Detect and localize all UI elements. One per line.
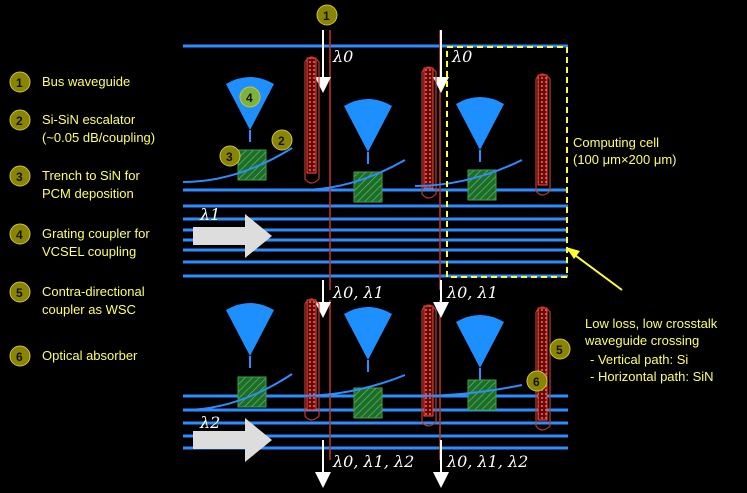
contra-directional-coupler	[537, 307, 548, 421]
legend: 1 Bus waveguide 2 Si-SiN escalator (~0.05 dB…	[9, 71, 155, 367]
pcm-trench	[467, 169, 497, 201]
ring-loop	[421, 304, 437, 427]
legend-text-6-0: Optical absorber	[42, 348, 138, 363]
legend-text-2-0: Si-SiN escalator	[42, 112, 136, 127]
waveguide-layer	[182, 30, 568, 488]
label-mid-2: λ0, λ1	[446, 283, 498, 302]
svg-text:3: 3	[226, 150, 233, 164]
si-sin-escalator	[414, 384, 523, 397]
grating-coupler-fan	[344, 99, 392, 152]
legend-text-1-0: Bus waveguide	[42, 74, 130, 89]
si-sin-escalator	[414, 159, 523, 187]
si-sin-escalator	[182, 373, 293, 411]
input-light-arrow	[193, 418, 272, 462]
grating-coupler-fan	[344, 307, 392, 360]
computing-cell-size: (100 μm×200 μm)	[573, 152, 677, 167]
label-lambda1: λ1	[199, 205, 220, 224]
legend-text-3-0: Trench to SiN for	[42, 168, 140, 183]
input-light-arrow	[193, 214, 272, 258]
legend-badge-5: 5	[9, 281, 31, 303]
ring-loop	[535, 73, 551, 196]
badge-coupler-5: 5	[549, 338, 571, 360]
legend-badge-4: 4	[9, 223, 31, 245]
svg-text:2: 2	[16, 114, 23, 128]
legend-badge-2: 2	[9, 109, 31, 131]
crossing-note-line-3: - Vertical path: Si	[590, 352, 688, 367]
crossing-note-line-2: waveguide crossing	[584, 333, 699, 348]
svg-text:6: 6	[533, 375, 540, 389]
pcm-trench	[237, 149, 267, 181]
label-lambda0-b: λ0	[451, 47, 472, 66]
contra-directional-coupler	[306, 57, 317, 174]
label-lambda2: λ2	[199, 413, 220, 432]
grating-coupler-fan	[226, 303, 274, 356]
contra-directional-coupler	[537, 74, 548, 186]
computing-cell-box	[446, 46, 568, 278]
svg-text:5: 5	[556, 343, 563, 357]
legend-text-2-1: (~0.05 dB/coupling)	[42, 130, 155, 145]
pcm-trench	[467, 379, 497, 411]
ring-loop	[421, 66, 437, 199]
contra-directional-coupler	[423, 67, 434, 189]
ring-loop	[535, 306, 551, 431]
svg-text:5: 5	[16, 286, 23, 300]
si-sin-escalator	[299, 159, 406, 191]
legend-text-5-1: coupler as WSC	[42, 302, 136, 317]
contra-directional-coupler	[423, 305, 434, 417]
ring-loop	[304, 56, 320, 184]
contra-directional-coupler	[306, 299, 317, 411]
badge-absorber-6: 6	[526, 370, 548, 392]
si-sin-escalator	[299, 374, 406, 397]
svg-text:4: 4	[16, 228, 23, 242]
legend-text-4-0: Grating coupler for	[42, 226, 150, 241]
svg-text:1: 1	[16, 76, 23, 90]
grating-coupler-fan	[456, 315, 504, 368]
legend-badge-3: 3	[9, 165, 31, 187]
svg-text:3: 3	[16, 170, 23, 184]
crossing-note-line-4: - Horizontal path: SiN	[590, 369, 714, 384]
label-bottom-2: λ0, λ1, λ2	[446, 452, 528, 471]
label-lambda0-a: λ0	[332, 47, 353, 66]
badge-grating-4: 4	[239, 86, 261, 108]
svg-text:6: 6	[16, 350, 23, 364]
legend-text-4-1: VCSEL coupling	[42, 244, 136, 259]
badge-top-1: 1	[316, 4, 338, 26]
svg-text:4: 4	[246, 91, 253, 105]
grating-coupler-fan	[456, 97, 504, 150]
legend-text-3-1: PCM deposition	[42, 186, 134, 201]
badge-trench-3: 3	[219, 145, 241, 167]
svg-text:1: 1	[323, 9, 330, 23]
crossing-pointer-arrow	[567, 249, 623, 291]
legend-text-5-0: Contra-directional	[42, 284, 145, 299]
label-bottom-1: λ0, λ1, λ2	[332, 452, 414, 471]
ring-loop	[304, 298, 320, 421]
label-mid-1: λ0, λ1	[332, 283, 384, 302]
svg-text:2: 2	[278, 134, 285, 148]
legend-badge-1: 1	[9, 71, 31, 93]
crossing-arrowhead	[566, 247, 580, 259]
computing-cell-title: Computing cell	[573, 135, 659, 150]
crossing-note-line-1: Low loss, low crosstalk	[585, 316, 718, 331]
si-sin-escalator	[182, 147, 293, 183]
badge-escalator-2: 2	[271, 129, 293, 151]
pcm-trench	[353, 387, 383, 419]
legend-badge-6: 6	[9, 345, 31, 367]
